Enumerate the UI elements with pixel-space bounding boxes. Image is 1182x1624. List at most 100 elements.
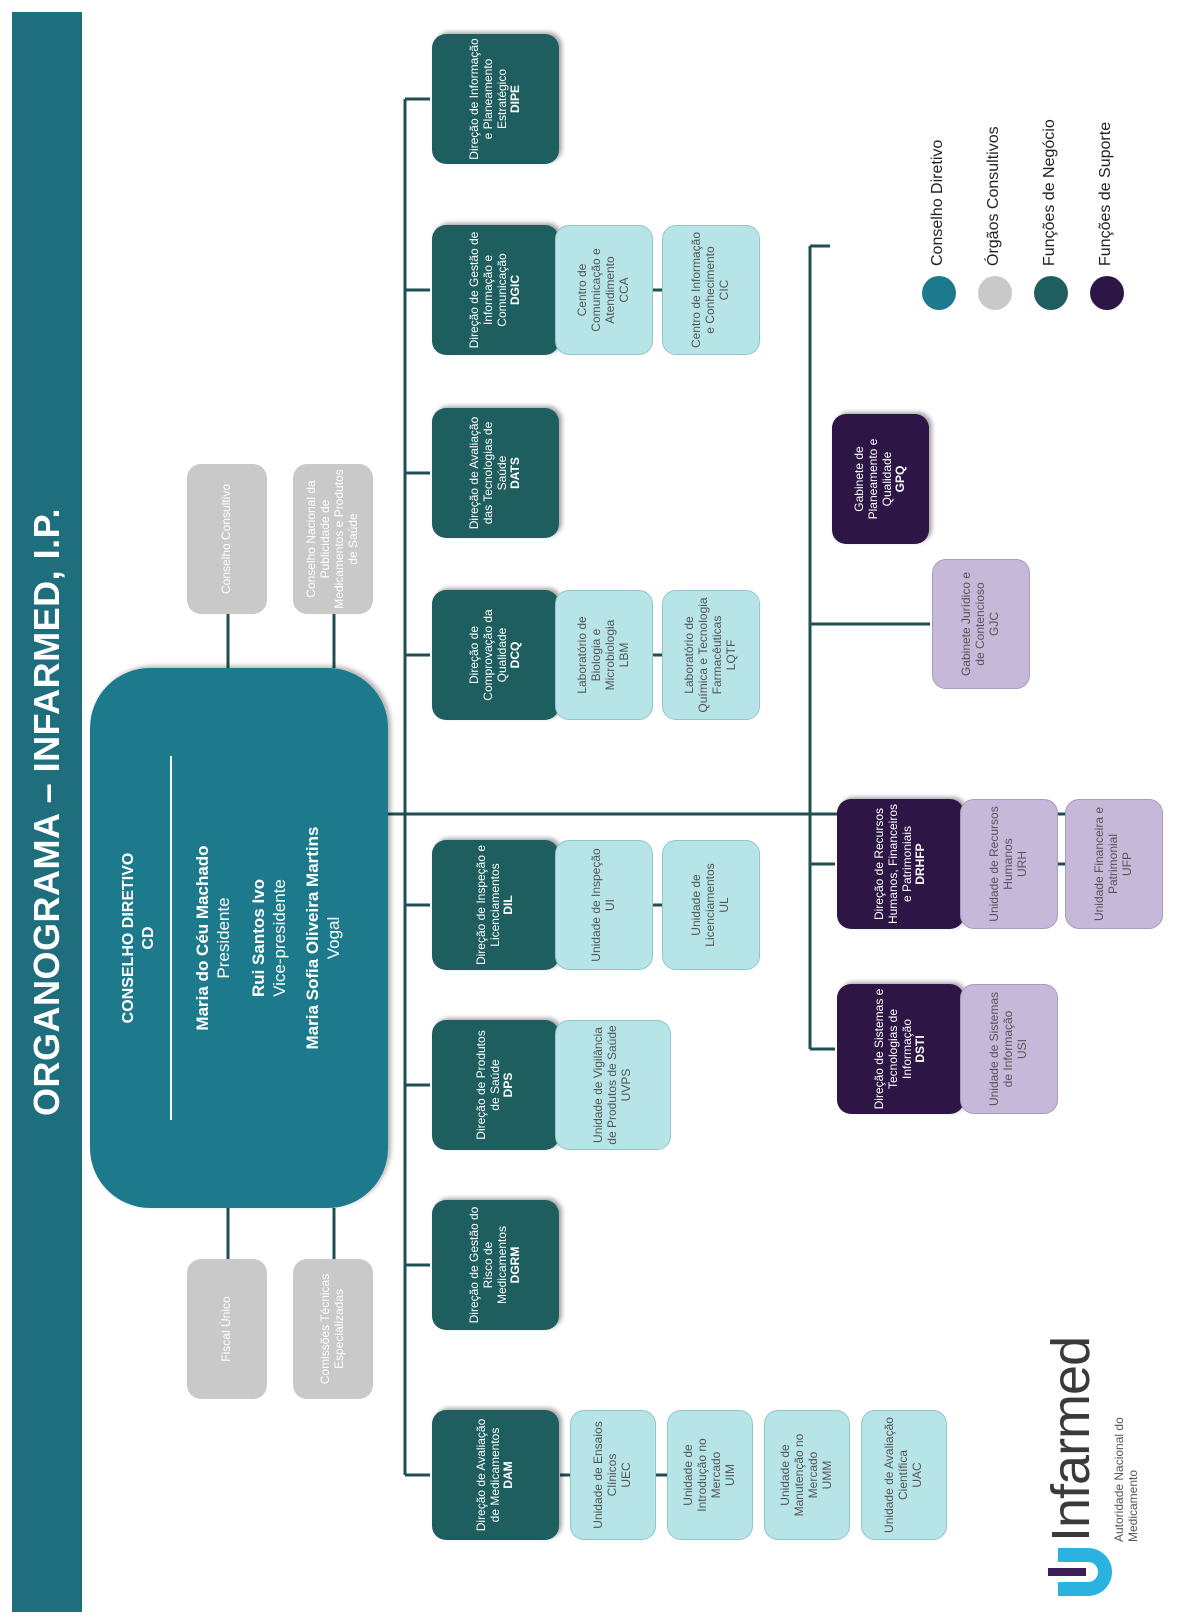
cd-code: CD <box>140 926 157 950</box>
legend-label-conselho: Conselho Diretivo <box>929 139 946 266</box>
dsti-box: Direção de Sistemas e Tecnologias de Inf… <box>837 984 964 1114</box>
cic-box: Centro de Informação e Conhecimento CIC <box>662 225 760 355</box>
conselho-consultivo-box: Conselho Consultivo <box>187 464 267 614</box>
ui-box: Unidade de Inspeção UI <box>555 840 653 970</box>
gpq-name: Gabinete de Planeamento e Qualidade <box>851 438 894 520</box>
lbm-box: Laboratório de Biologia e Microbiologia … <box>555 590 653 720</box>
dil-code: DIL <box>501 895 516 915</box>
dats-code: DATS <box>508 457 523 489</box>
legend-label-negocio: Funções de Negócio <box>1041 119 1058 266</box>
uvps-box: Unidade de Vigilância de Produtos de Saú… <box>555 1020 671 1150</box>
cca-name: Centro de Comunicação e Atendimento <box>575 248 617 332</box>
urh-name: Unidade de Recursos Humanos <box>987 806 1016 922</box>
fiscal-unico-box: Fiscal Único <box>187 1259 267 1399</box>
cd-vice-role: Vice-presidente <box>270 879 289 997</box>
ui-name: Unidade de Inspeção <box>589 848 604 962</box>
cd-title: CONSELHO DIRETIVO <box>120 852 137 1024</box>
dam-code: DAM <box>501 1461 516 1489</box>
cd-divider <box>170 756 172 1120</box>
dipe-box: Direção de Informação e Planeamento Estr… <box>432 34 559 164</box>
dam-name: Direção de Avaliação de Medicamentos <box>473 1418 502 1532</box>
dsti-code: DSTI <box>913 1035 928 1063</box>
legend-label-consultivos: Órgãos Consultivos <box>985 126 1002 266</box>
dgic-name: Direção de Gestão de Informação e Comuni… <box>466 231 509 349</box>
ufp-box: Unidade Financeira e Patrimonial UFP <box>1065 799 1163 929</box>
dgrm-name: Direção de Gestão do Risco de Medicament… <box>466 1206 509 1324</box>
dats-box: Direção de Avaliação das Tecnologias de … <box>432 408 559 538</box>
ufp-name: Unidade Financeira e Patrimonial <box>1092 806 1121 922</box>
conselho-nacional-box: Conselho Nacional da Publicidade de Medi… <box>293 464 373 614</box>
dgrm-code: DGRM <box>508 1246 523 1284</box>
cca-code: CCA <box>616 277 631 303</box>
drhfp-name: Direção de Recursos Humanos, Financeiros… <box>871 803 914 925</box>
usi-code: USI <box>1014 1039 1029 1060</box>
dil-box: Direção de Inspeção e Licenciamentos DIL <box>432 840 559 970</box>
dgic-box: Direção de Gestão de Informação e Comuni… <box>432 225 559 355</box>
gjc-name: Gabinete Jurídico e de Contencioso <box>959 571 988 677</box>
dipe-name: Direção de Informação e Planeamento Estr… <box>466 38 509 160</box>
urh-code: URH <box>1014 851 1029 877</box>
dps-box: Direção de Produtos de Saúde DPS <box>432 1020 559 1150</box>
dsti-name: Direção de Sistemas e Tecnologias de Inf… <box>871 988 914 1110</box>
legend-dot-suporte <box>1090 276 1124 310</box>
gpq-code: GPQ <box>893 465 908 493</box>
dipe-code: DIPE <box>508 85 523 114</box>
lbm-name: Laboratório de Biologia e Microbiologia <box>575 616 617 694</box>
logo-tagline: Autoridade Nacional do Medicamento <box>1112 1417 1140 1542</box>
uim-name: Unidade de Introdução no Mercado <box>681 1438 723 1512</box>
conselho-consultivo-label: Conselho Consultivo <box>219 483 234 595</box>
lqtf-code: LQTF <box>723 639 738 671</box>
ufp-code: UFP <box>1119 852 1134 876</box>
uac-name: Unidade de Avaliação Científica <box>882 1417 911 1533</box>
dgic-code: DGIC <box>508 275 523 305</box>
cic-name: Centro de Informação e Conhecimento <box>689 231 718 349</box>
infarmed-logo-icon <box>1048 1548 1112 1596</box>
uim-box: Unidade de Introdução no Mercado UIM <box>667 1410 753 1540</box>
uec-name: Unidade de Ensaios Clínicos <box>591 1421 620 1529</box>
ul-name: Unidade de Licenciamentos <box>689 863 718 947</box>
dcq-box: Direção de Comprovação da Qualidade DCQ <box>432 590 559 720</box>
dam-box: Direção de Avaliação de Medicamentos DAM <box>432 1410 559 1540</box>
lqtf-box: Laboratório de Química e Tecnologia Farm… <box>662 590 760 720</box>
uvps-name: Unidade de Vigilância de Produtos de Saú… <box>591 1025 620 1145</box>
usi-name: Unidade de Sistemas de Informação <box>987 991 1016 1107</box>
cca-box: Centro de Comunicação e Atendimento CCA <box>555 225 653 355</box>
usi-box: Unidade de Sistemas de Informação USI <box>960 984 1058 1114</box>
umm-code: UMM <box>819 1460 834 1490</box>
cd-president-name: Maria do Céu Machado <box>193 845 212 1031</box>
drhfp-box: Direção de Recursos Humanos, Financeiros… <box>837 799 964 929</box>
uac-box: Unidade de Avaliação Científica UAC <box>861 1410 947 1540</box>
gjc-box: Gabinete Jurídico e de Contencioso GJC <box>932 559 1030 689</box>
lqtf-name: Laboratório de Química e Tecnologia Farm… <box>682 597 724 713</box>
uvps-code: UVPS <box>618 1068 633 1102</box>
drhfp-code: DRHFP <box>913 843 928 885</box>
uec-box: Unidade de Ensaios Clínicos UEC <box>570 1410 656 1540</box>
conselho-diretivo-box: CONSELHO DIRETIVO CD Maria do Céu Machad… <box>90 668 388 1208</box>
ui-code: UI <box>603 899 617 911</box>
dcq-code: DCQ <box>508 641 523 669</box>
uac-code: UAC <box>909 1462 924 1488</box>
umm-name: Unidade de Manutenção no Mercado <box>778 1433 820 1517</box>
lbm-code: LBM <box>616 642 631 668</box>
cic-code: CIC <box>716 279 731 301</box>
cd-president-role: Presidente <box>214 897 233 979</box>
legend-label-suporte: Funções de Suporte <box>1097 121 1114 266</box>
infarmed-logo: Infarmed Autoridade Nacional do Medicame… <box>1018 1337 1158 1606</box>
ul-code: UL <box>716 897 731 913</box>
dats-name: Direção de Avaliação das Tecnologias de … <box>466 416 509 530</box>
urh-box: Unidade de Recursos Humanos URH <box>960 799 1058 929</box>
cd-vogal-name: Maria Sofia Oliveira Martins <box>303 826 322 1050</box>
cd-vice-name: Rui Santos Ivo <box>249 878 268 998</box>
dps-name: Direção de Produtos de Saúde <box>473 1030 502 1140</box>
gpq-box: Gabinete de Planeamento e Qualidade GPQ <box>832 414 929 544</box>
dgrm-box: Direção de Gestão do Risco de Medicament… <box>432 1200 559 1330</box>
fiscal-unico-label: Fiscal Único <box>219 1296 234 1362</box>
comissoes-label: Comissões Técnicas Especializadas <box>318 1273 346 1385</box>
uim-code: UIM <box>722 1464 737 1486</box>
dil-name: Direção de Inspeção e Licenciamentos <box>473 844 502 966</box>
legend-dot-conselho <box>922 276 956 310</box>
logo-word: Infarmed <box>1041 1336 1101 1542</box>
cd-vogal-role: Vogal <box>324 916 343 960</box>
legend-dot-negocio <box>1034 276 1068 310</box>
dps-code: DPS <box>501 1072 516 1098</box>
